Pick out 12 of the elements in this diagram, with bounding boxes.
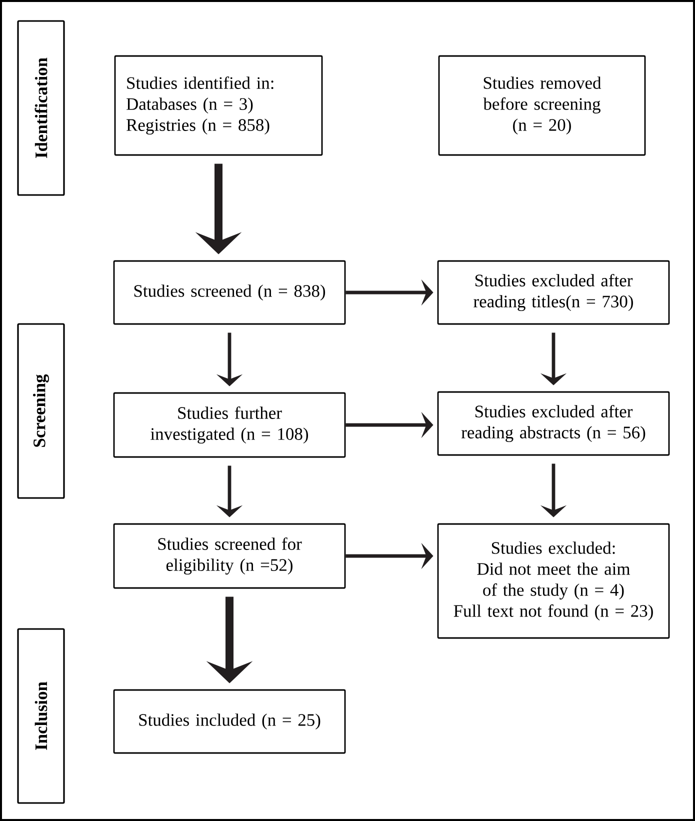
process-box: Studies excluded after reading abstracts (n = 56) [437, 391, 670, 456]
process-box: Studies included (n = 25) [113, 689, 346, 754]
process-box: Studies removed before screening (n = 20) [438, 55, 646, 156]
phase-label: Inclusion [17, 628, 65, 804]
process-box: Studies screened for eligibility (n =52) [113, 523, 346, 589]
phase-label: Screening [17, 323, 65, 499]
process-box: Studies excluded after reading titles(n = 730) [437, 260, 670, 325]
process-box: Studies identified in: Databases (n = 3) Registries (n = 858) [114, 55, 323, 156]
process-box: Studies excluded: Did not meet the aim of the study (n = 4) Full text not found (n = 23) [437, 523, 670, 639]
process-box: Studies further investigated (n = 108) [113, 392, 346, 458]
process-box: Studies screened (n = 838) [113, 260, 346, 325]
phase-label: Identification [17, 20, 65, 196]
